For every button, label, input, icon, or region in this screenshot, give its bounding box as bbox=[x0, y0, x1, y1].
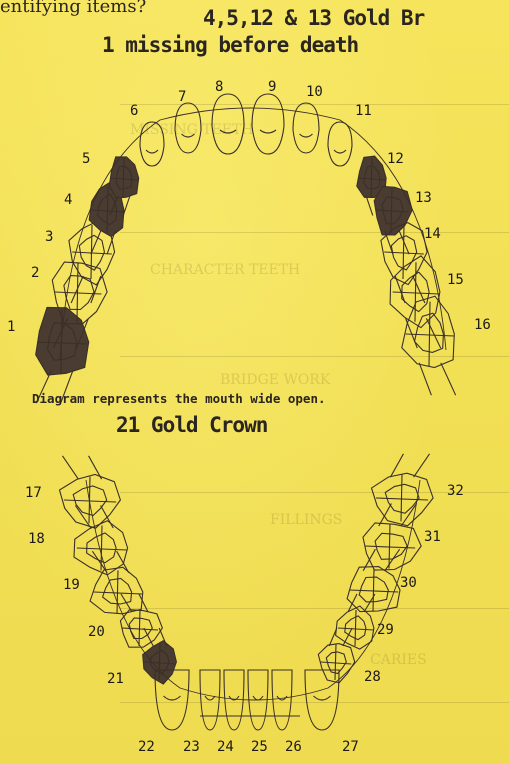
tooth-19 bbox=[90, 551, 143, 614]
tooth-number-31: 31 bbox=[424, 530, 441, 544]
tooth-27 bbox=[305, 670, 339, 730]
tooth-number-16: 16 bbox=[474, 318, 491, 332]
tooth-number-3: 3 bbox=[45, 230, 53, 244]
tooth-number-30: 30 bbox=[400, 576, 417, 590]
tooth-number-12: 12 bbox=[387, 152, 404, 166]
tooth-number-2: 2 bbox=[31, 266, 39, 280]
tooth-number-24: 24 bbox=[217, 740, 234, 754]
tooth-number-32: 32 bbox=[447, 484, 464, 498]
upper-arch bbox=[36, 94, 456, 403]
tooth-number-8: 8 bbox=[215, 80, 223, 94]
tooth-32 bbox=[372, 454, 434, 526]
tooth-number-18: 18 bbox=[28, 532, 45, 546]
tooth-number-25: 25 bbox=[251, 740, 268, 754]
tooth-number-14: 14 bbox=[424, 227, 441, 241]
tooth-26 bbox=[272, 670, 292, 730]
tooth-number-11: 11 bbox=[355, 104, 372, 118]
tooth-17 bbox=[60, 456, 121, 528]
tooth-number-10: 10 bbox=[306, 85, 323, 99]
tooth-number-26: 26 bbox=[285, 740, 302, 754]
tooth-number-4: 4 bbox=[64, 193, 72, 207]
tooth-number-7: 7 bbox=[178, 90, 186, 104]
tooth-number-20: 20 bbox=[88, 625, 105, 639]
tooth-6 bbox=[140, 122, 164, 166]
tooth-number-17: 17 bbox=[25, 486, 42, 500]
tooth-number-19: 19 bbox=[63, 578, 80, 592]
tooth-number-5: 5 bbox=[82, 152, 90, 166]
tooth-number-15: 15 bbox=[447, 273, 464, 287]
tooth-number-21: 21 bbox=[107, 672, 124, 686]
tooth-number-29: 29 bbox=[377, 623, 394, 637]
tooth-number-9: 9 bbox=[268, 80, 276, 94]
tooth-9 bbox=[252, 94, 284, 154]
tooth-16 bbox=[402, 296, 456, 395]
tooth-8 bbox=[212, 94, 244, 154]
tooth-number-22: 22 bbox=[138, 740, 155, 754]
tooth-7 bbox=[175, 103, 201, 153]
tooth-10 bbox=[293, 103, 319, 153]
tooth-number-1: 1 bbox=[7, 320, 15, 334]
tooth-number-6: 6 bbox=[130, 104, 138, 118]
lower-arch bbox=[60, 454, 434, 730]
tooth-number-28: 28 bbox=[364, 670, 381, 684]
tooth-1 bbox=[36, 307, 89, 403]
tooth-21 bbox=[143, 628, 177, 684]
tooth-11 bbox=[328, 122, 352, 166]
tooth-23 bbox=[200, 670, 220, 730]
tooth-14 bbox=[381, 223, 427, 303]
tooth-number-27: 27 bbox=[342, 740, 359, 754]
tooth-number-23: 23 bbox=[183, 740, 200, 754]
tooth-18 bbox=[74, 506, 128, 575]
tooth-number-13: 13 bbox=[415, 191, 432, 205]
